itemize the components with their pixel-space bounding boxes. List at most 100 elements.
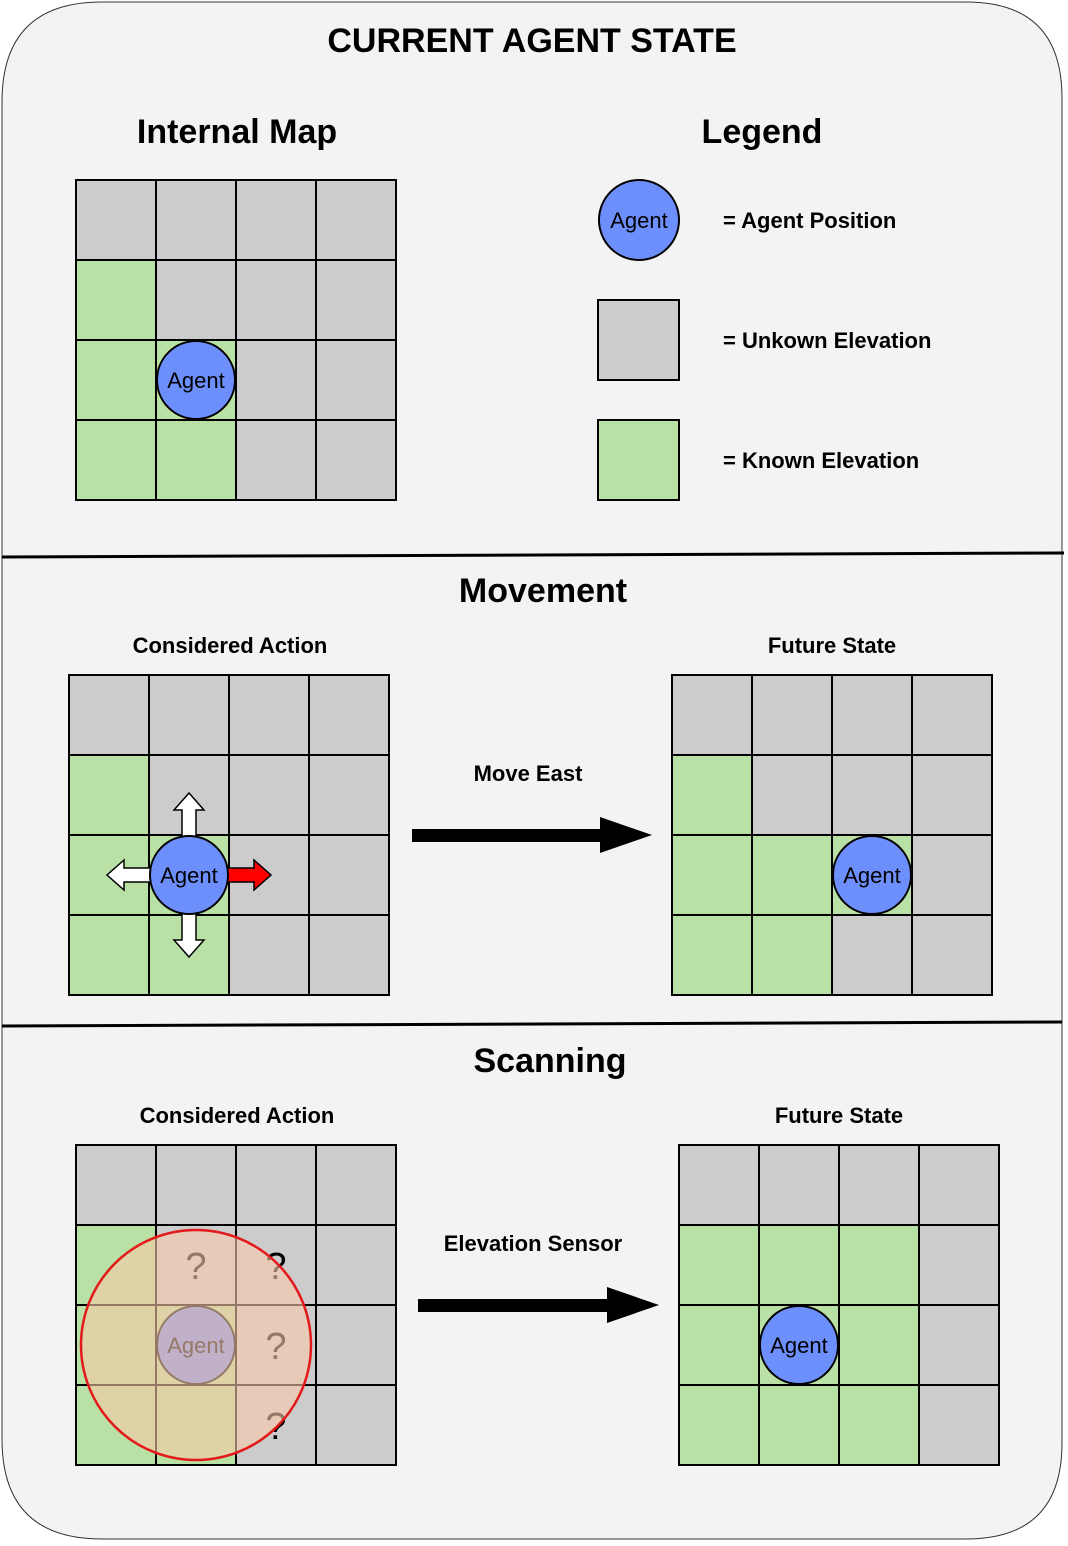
grid-cell-unknown	[315, 1224, 397, 1306]
scanning-considered-label: Considered Action	[140, 1103, 335, 1128]
move-arrow-east-icon	[224, 858, 273, 892]
agent-marker: Agent	[759, 1305, 839, 1385]
grid-cell-unknown	[315, 1304, 397, 1386]
grid-cell-unknown	[308, 914, 390, 996]
grid-cell-known	[68, 914, 150, 996]
grid-cell-unknown	[235, 259, 317, 341]
move-arrow-south-icon	[172, 910, 206, 959]
grid-cell-known	[671, 754, 753, 836]
grid-cell-unknown	[315, 339, 397, 421]
grid-cell-known	[678, 1304, 760, 1386]
movement-transition-arrow	[412, 817, 652, 853]
movement-future-label: Future State	[768, 633, 896, 658]
grid-cell-unknown	[235, 419, 317, 501]
legend-agent-label: = Agent Position	[723, 208, 896, 233]
grid-cell-known	[671, 834, 753, 916]
scanning-future-label: Future State	[775, 1103, 903, 1128]
grid-cell-unknown	[308, 674, 390, 756]
agent-label: Agent	[167, 368, 225, 393]
legend-heading: Legend	[702, 113, 823, 151]
grid-cell-unknown	[911, 914, 993, 996]
grid-cell-known	[751, 834, 833, 916]
agent-marker: Agent	[149, 835, 229, 915]
move-arrow-west-icon	[105, 858, 154, 892]
internal-map-heading: Internal Map	[137, 113, 337, 151]
grid-cell-unknown	[758, 1144, 840, 1226]
agent-circle	[149, 835, 229, 915]
grid-cell-unknown	[831, 914, 913, 996]
grid-cell-known	[75, 259, 157, 341]
grid-cell-unknown	[155, 1144, 237, 1226]
page-title: CURRENT AGENT STATE	[327, 22, 736, 60]
grid-cell-unknown	[308, 754, 390, 836]
grid-cell-known	[758, 1384, 840, 1466]
grid-cell-known	[678, 1224, 760, 1306]
agent-label: Agent	[160, 863, 218, 888]
grid-cell-unknown	[308, 834, 390, 916]
grid-cell-known	[75, 339, 157, 421]
agent-label: Agent	[770, 1333, 828, 1358]
legend-known-label: = Known Elevation	[723, 448, 919, 473]
grid-cell-known	[68, 754, 150, 836]
grid-cell-unknown	[75, 179, 157, 261]
section-divider	[1, 551, 1065, 559]
scanning-transition-arrow	[418, 1287, 659, 1323]
movement-considered-label: Considered Action	[133, 633, 328, 658]
grid-cell-unknown	[75, 1144, 157, 1226]
move-arrow-north-icon	[172, 791, 206, 840]
grid-cell-unknown	[315, 179, 397, 261]
grid-cell-known	[751, 914, 833, 996]
grid-cell-unknown	[148, 674, 230, 756]
grid-cell-unknown	[911, 754, 993, 836]
grid-cell-known	[678, 1384, 760, 1466]
grid-cell-unknown	[315, 259, 397, 341]
grid-cell-known	[758, 1224, 840, 1306]
legend-agent-symbol: Agent	[598, 179, 680, 261]
grid-cell-unknown	[68, 674, 150, 756]
agent-circle	[156, 340, 236, 420]
legend-unknown-swatch	[597, 299, 680, 381]
scanning-heading: Scanning	[473, 1042, 626, 1080]
grid-cell-unknown	[911, 834, 993, 916]
grid-cell-unknown	[918, 1224, 1000, 1306]
grid-cell-known	[838, 1304, 920, 1386]
scanning-future-grid: Agent	[678, 1144, 1000, 1466]
grid-cell-unknown	[918, 1144, 1000, 1226]
agent-circle	[759, 1305, 839, 1385]
agent-label: Agent	[843, 863, 901, 888]
section-divider	[1, 1020, 1063, 1028]
grid-cell-unknown	[838, 1144, 920, 1226]
grid-cell-unknown	[831, 754, 913, 836]
grid-cell-unknown	[671, 674, 753, 756]
grid-cell-unknown	[155, 179, 237, 261]
movement-future-grid: Agent	[671, 674, 993, 996]
grid-cell-unknown	[228, 754, 310, 836]
agent-marker: Agent	[156, 340, 236, 420]
grid-cell-unknown	[315, 1144, 397, 1226]
agent-circle	[832, 835, 912, 915]
grid-cell-unknown	[155, 259, 237, 341]
internal-map-grid: Agent	[75, 179, 397, 501]
grid-cell-known	[671, 914, 753, 996]
legend-known-swatch	[597, 419, 680, 501]
grid-cell-unknown	[911, 674, 993, 756]
grid-cell-known	[75, 419, 157, 501]
grid-cell-unknown	[678, 1144, 760, 1226]
sensor-range-circle	[79, 1228, 313, 1462]
grid-cell-unknown	[235, 179, 317, 261]
grid-cell-unknown	[751, 754, 833, 836]
grid-cell-unknown	[228, 914, 310, 996]
agent-marker: Agent	[832, 835, 912, 915]
grid-cell-unknown	[315, 419, 397, 501]
grid-cell-known	[838, 1224, 920, 1306]
grid-cell-known	[838, 1384, 920, 1466]
grid-cell-unknown	[315, 1384, 397, 1466]
grid-cell-unknown	[831, 674, 913, 756]
grid-cell-known	[155, 419, 237, 501]
scanning-considered-grid: Agent????	[75, 1144, 397, 1466]
movement-considered-grid: Agent	[68, 674, 390, 996]
movement-action-label: Move East	[474, 761, 583, 786]
grid-cell-unknown	[751, 674, 833, 756]
grid-cell-unknown	[918, 1384, 1000, 1466]
legend-unknown-label: = Unkown Elevation	[723, 328, 931, 353]
